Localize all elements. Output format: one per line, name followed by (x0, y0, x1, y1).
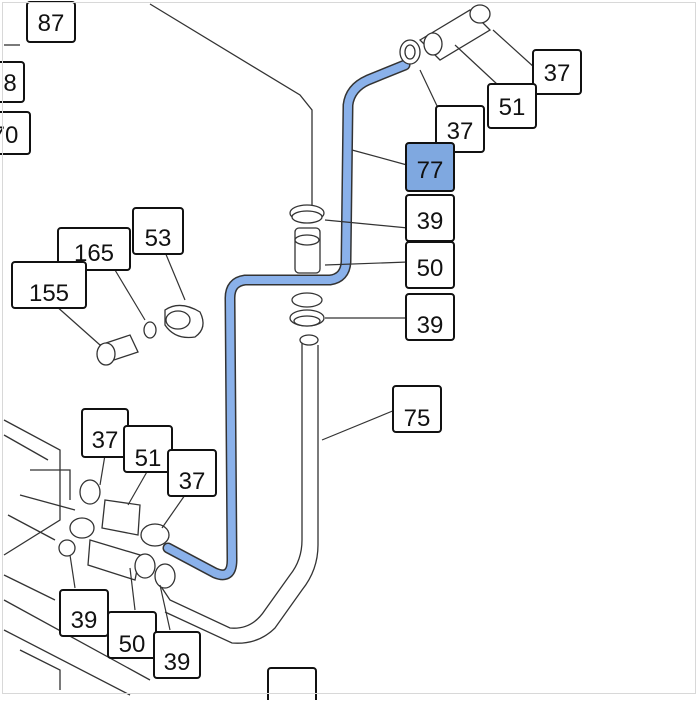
hose-75 (159, 340, 319, 644)
callout-8: 8 (0, 61, 25, 103)
callout-label: 51 (499, 94, 526, 121)
callout-39-bottom-right: 39 (153, 631, 201, 679)
leader-lines (54, 29, 536, 631)
callout-50-bottom: 50 (107, 611, 157, 659)
callout-label: 39 (417, 312, 444, 339)
callout-77-highlighted: 77 (405, 142, 455, 192)
callout-label: 155 (29, 280, 69, 307)
callout-label: 37 (179, 468, 206, 495)
callout-53: 53 (132, 207, 184, 255)
hose-77-fill (164, 61, 409, 579)
callout-label: 50 (417, 255, 444, 282)
callout-label: 53 (145, 225, 172, 252)
callout-39-upper: 39 (405, 194, 455, 242)
callout-37-top: 37 (532, 49, 582, 95)
callouts: 87 8 70 37 51 37 77 39 (0, 1, 582, 705)
upper-fittings (399, 4, 492, 65)
callout-label: 77 (417, 157, 444, 184)
callout-label: 50 (119, 631, 146, 658)
callout-bottom-partial (267, 667, 317, 705)
callout-label: 39 (71, 607, 98, 634)
callout-51-lower: 51 (123, 425, 173, 473)
callout-37-lower-right: 37 (167, 449, 217, 497)
callout-label: 39 (417, 208, 444, 235)
callout-label: 39 (164, 649, 191, 676)
callout-165: 165 (57, 227, 131, 271)
hose-77-highlighted (162, 59, 411, 581)
callout-37-lower-left: 37 (81, 408, 129, 458)
callout-155: 155 (11, 261, 87, 309)
callout-label: 37 (544, 60, 571, 87)
callout-70: 70 (0, 111, 31, 155)
bolt-assembly (96, 304, 204, 366)
callout-label: 37 (92, 427, 119, 454)
background-linework (3, 3, 313, 696)
callout-label: 51 (135, 445, 162, 472)
lower-fittings (58, 479, 176, 589)
callout-37-mid: 37 (435, 105, 485, 153)
callout-87: 87 (26, 1, 76, 43)
callout-label: 87 (38, 10, 65, 37)
callout-39-bottom-left: 39 (59, 589, 109, 637)
callout-75: 75 (392, 385, 442, 433)
callout-39-lower: 39 (405, 293, 455, 341)
middle-fittings (289, 204, 325, 346)
callout-51-top: 51 (487, 83, 537, 129)
callout-label: 75 (404, 405, 431, 432)
callout-label: 8 (3, 70, 16, 97)
callout-label: 37 (447, 118, 474, 145)
callout-label: 70 (0, 122, 18, 149)
callout-50-upper: 50 (405, 241, 455, 289)
